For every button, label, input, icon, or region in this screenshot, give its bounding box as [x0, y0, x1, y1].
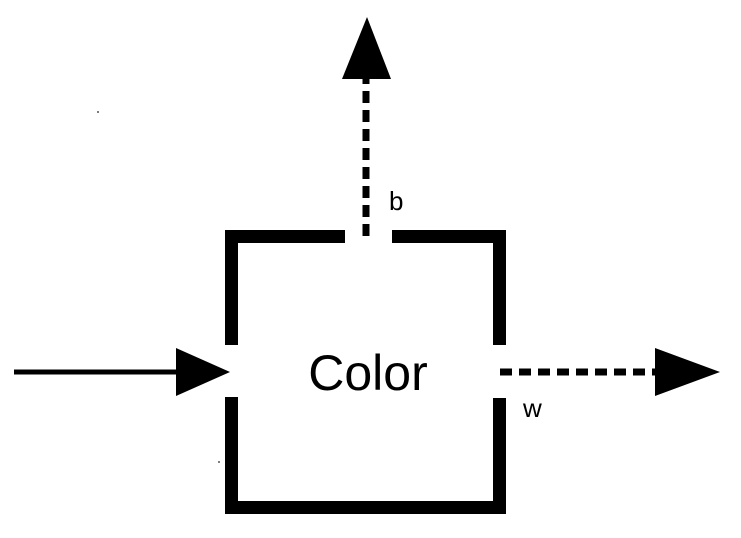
top-output-label: b [389, 186, 403, 216]
box-top-wall-left [225, 230, 345, 243]
box-top-wall-right [392, 230, 506, 243]
top-output-arrowhead [342, 17, 391, 79]
input-arrow [14, 348, 230, 396]
speck [97, 111, 99, 113]
right-output-arrowhead [655, 348, 720, 396]
box-right-wall-upper [493, 230, 506, 345]
box-right-wall-lower [493, 398, 506, 514]
box-left-wall-upper [225, 230, 238, 345]
color-box [225, 230, 506, 514]
box-bottom-wall [225, 501, 506, 514]
box-label: Color [308, 345, 427, 401]
box-left-wall-lower [225, 397, 238, 514]
speck [218, 461, 220, 463]
top-output-arrow [342, 17, 391, 236]
input-arrowhead [176, 348, 230, 396]
right-output-arrow [500, 348, 720, 396]
right-output-label: w [522, 393, 542, 423]
